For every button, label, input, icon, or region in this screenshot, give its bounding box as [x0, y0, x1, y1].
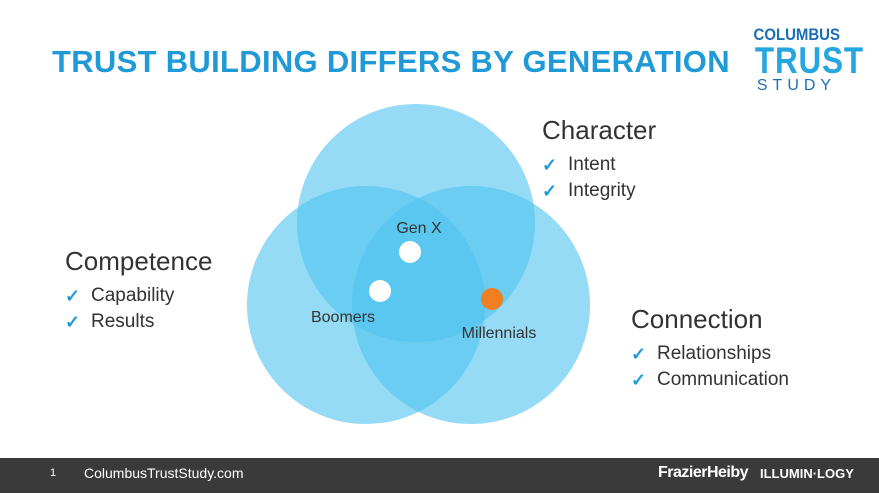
list-item: ✓Communication: [631, 367, 789, 393]
group-heading-character: Character: [542, 115, 657, 145]
group-heading-connection: Connection: [631, 304, 763, 334]
brand-logo-illuminology: ILLUMIN·LOGY: [760, 466, 854, 481]
list-item: ✓Intent: [542, 152, 656, 178]
list-item: ✓Results: [65, 309, 212, 335]
competence-list: ✓Capability ✓Results: [65, 283, 212, 335]
marker-genx: [399, 241, 421, 263]
list-item: ✓Relationships: [631, 341, 789, 367]
character-list: ✓Intent ✓Integrity: [542, 152, 656, 204]
marker-millennials: [481, 288, 503, 310]
footer-bar: 1 ColumbusTrustStudy.com FrazierHeiby IL…: [0, 458, 879, 493]
page-number: 1: [50, 467, 57, 479]
checkmark-icon: ✓: [542, 181, 558, 201]
footer-url: ColumbusTrustStudy.com: [84, 465, 244, 481]
checkmark-icon: ✓: [65, 312, 81, 332]
slide-title: TRUST BUILDING DIFFERS BY GENERATION: [52, 44, 730, 79]
columbus-trust-study-logo: COLUMBUS TRUST STUDY: [748, 25, 864, 94]
checkmark-icon: ✓: [631, 370, 647, 390]
group-connection: Connection ✓Relationships ✓Communication: [631, 304, 789, 393]
checkmark-icon: ✓: [542, 155, 558, 175]
venn-label-boomers: Boomers: [311, 309, 375, 326]
venn-circle-connection: [352, 186, 590, 424]
logo-line-study: STUDY: [756, 77, 837, 94]
group-heading-competence: Competence: [65, 246, 213, 276]
venn-label-genx: Gen X: [396, 220, 442, 237]
list-item: ✓Capability: [65, 283, 212, 309]
logo-line-columbus: COLUMBUS: [753, 25, 840, 44]
group-competence: Competence ✓Capability ✓Results: [65, 246, 212, 335]
checkmark-icon: ✓: [65, 286, 81, 306]
group-character: Character ✓Intent ✓Integrity: [542, 115, 656, 204]
brand-logo-frazierheiby: FrazierHeiby: [658, 464, 749, 481]
list-item: ✓Integrity: [542, 178, 656, 204]
marker-boomers: [369, 280, 391, 302]
connection-list: ✓Relationships ✓Communication: [631, 341, 789, 393]
checkmark-icon: ✓: [631, 344, 647, 364]
venn-label-millennials: Millennials: [462, 325, 537, 342]
